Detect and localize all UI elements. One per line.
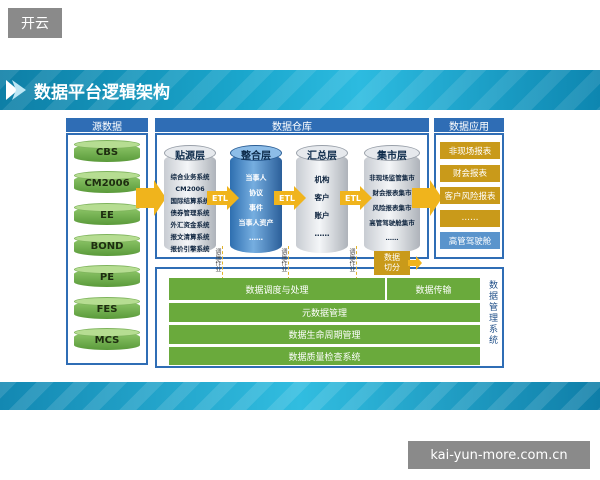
layer-item: 国际结算系统 [170, 197, 210, 205]
mart-layer-title: 集市层 [377, 151, 407, 162]
source-cylinder-label: MCS [94, 334, 120, 346]
app-list: 非现场报表财会报表客户风险报表 …… 高管驾驶舱 [440, 142, 500, 254]
app-item: 客户风险报表 [440, 187, 500, 204]
site-watermark: kai-yun-more.com.cn [408, 441, 590, 469]
layer-item: …… [385, 234, 399, 242]
layer-item: …… [314, 229, 330, 238]
layer-item: 债券管理系统 [170, 209, 210, 217]
layer-item: 事件 [249, 204, 263, 212]
warehouse-header: 数据仓库 [155, 118, 429, 133]
layer-item: CM2006 [175, 185, 205, 193]
summary-layer-items: 机构客户账户 …… [296, 171, 348, 243]
layer-item: 报价引擎系统 [170, 245, 210, 253]
integration-layer-title: 整合层 [241, 151, 271, 162]
layer-item: 客户 [314, 193, 330, 202]
transfer-bar: 数据传输 [387, 278, 480, 300]
management-label: 数据管理系统 [487, 280, 497, 346]
app-item: 高管驾驶舱 [440, 232, 500, 249]
app-arrow-icon [412, 180, 442, 216]
lifecycle-bar: 数据生命周期管理 [169, 325, 480, 344]
source-cylinder: CBS [74, 140, 140, 164]
summary-layer-title: 汇总层 [307, 151, 337, 162]
application-header: 数据应用 [434, 118, 504, 133]
etl-label-2: ETL [278, 193, 296, 203]
etl-label-3: ETL [344, 193, 362, 203]
job-label-2: 调度作业 [280, 248, 287, 272]
source-cylinder: BOND [74, 233, 140, 258]
job-label-3: 调度作业 [348, 248, 355, 272]
source-cylinder: PE [74, 265, 140, 289]
etl-label-1: ETL [211, 193, 229, 203]
job-line-2 [288, 246, 289, 280]
arrow-logo-icon [6, 80, 26, 100]
etl-arrow-1-icon [207, 186, 239, 210]
data-cut-arrow-icon [408, 256, 422, 270]
layer-item: …… [249, 234, 263, 242]
page-title: 数据平台逻辑架构 [34, 83, 170, 103]
job-line-1 [222, 246, 223, 280]
source-layer-items: 综合业务系统 CM2006 国际结算系统债券管理系统外汇资金系统报文清算系统报价引擎… [164, 171, 216, 255]
source-header: 源数据 [66, 118, 148, 133]
layer-item: 当事人资产 [238, 219, 274, 227]
layer-item: 外汇资金系统 [170, 221, 210, 229]
integration-layer-cylinder: 整合层 当事人协议事件当事人资产 …… [230, 145, 282, 253]
metadata-bar: 元数据管理 [169, 303, 480, 322]
layer-item: 机构 [314, 175, 330, 184]
app-item: 财会报表 [440, 164, 500, 182]
title-banner: 数据平台逻辑架构 [0, 70, 600, 110]
app-item: 非现场报表 [440, 142, 500, 159]
source-arrow-icon [136, 180, 166, 216]
layer-item: 报文清算系统 [170, 233, 210, 241]
source-cylinder-label: CBS [95, 147, 119, 158]
layer-item: 当事人 [245, 174, 267, 182]
layer-item: 高管驾驶舱集市 [369, 219, 415, 227]
integration-layer-items: 当事人协议事件当事人资产 …… [230, 171, 282, 246]
data-cut-box: 数据 切分 [374, 251, 410, 275]
source-cylinder-label: PE [99, 272, 115, 284]
layer-item: 非现场监管集市 [369, 174, 415, 182]
source-layer-title: 贴源层 [175, 151, 205, 162]
quality-bar: 数据质量检查系统 [169, 347, 480, 365]
etl-arrow-3-icon [340, 186, 372, 210]
source-cylinder-label: CM2006 [84, 178, 130, 190]
source-cylinder: FES [74, 296, 140, 321]
banner-pattern [0, 70, 600, 110]
mart-layer-items: 非现场监管集市财会报表集市风险报表集市高管驾驶舱集市 …… [364, 171, 420, 246]
layer-item: 风险报表集市 [372, 204, 412, 212]
job-label-1: 调度作业 [214, 248, 221, 272]
source-cylinder: EE [74, 202, 140, 227]
source-cylinder-label: EE [100, 209, 114, 221]
source-cylinder: CM2006 [74, 171, 140, 195]
source-cylinder-label: BOND [90, 240, 124, 252]
layer-item: 综合业务系统 [170, 173, 210, 181]
summary-layer-cylinder: 汇总层 机构客户账户 …… [296, 145, 348, 253]
layer-item: 协议 [249, 189, 263, 197]
mart-layer-cylinder: 集市层 非现场监管集市财会报表集市风险报表集市高管驾驶舱集市 …… [364, 145, 420, 253]
dispatch-bar: 数据调度与处理 [169, 278, 385, 300]
layer-item: 账户 [314, 211, 330, 220]
source-cylinder-label: FES [96, 303, 118, 315]
layer-item: 财会报表集市 [372, 189, 412, 197]
app-item: …… [440, 209, 500, 227]
brand-logo: 开云 [8, 8, 62, 38]
etl-arrow-2-icon [274, 186, 306, 210]
bottom-band-pattern [0, 382, 600, 410]
bottom-band [0, 382, 600, 410]
source-cylinder: MCS [74, 327, 140, 352]
job-line-3 [356, 246, 357, 280]
